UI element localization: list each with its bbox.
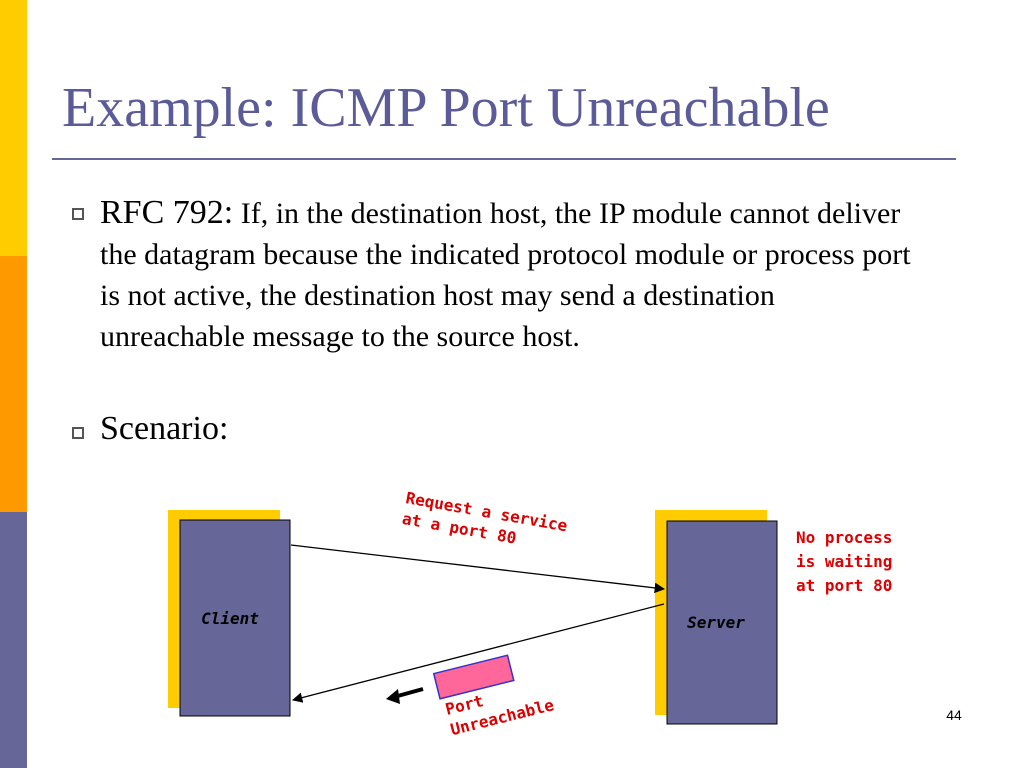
title-divider xyxy=(52,158,956,160)
bullet-square-icon xyxy=(72,427,84,439)
port-unreachable-packet xyxy=(432,654,515,700)
rfc-bullet-text: RFC 792: If, in the destination host, th… xyxy=(100,192,920,357)
sidebar-segment-orange xyxy=(0,256,27,512)
client-box xyxy=(179,519,291,717)
server-note-line1: No process xyxy=(796,528,892,547)
server-box xyxy=(666,520,778,725)
rfc-body: If, in the destination host, the IP modu… xyxy=(100,197,911,353)
sidebar-segment-yellow xyxy=(0,0,27,256)
direction-arrowhead-icon xyxy=(386,689,400,704)
sidebar-segment-purple xyxy=(0,512,27,768)
request-arrow xyxy=(290,544,666,594)
scenario-heading: Scenario: xyxy=(100,410,229,447)
sidebar-stripe xyxy=(0,0,27,768)
rfc-lead: RFC 792: xyxy=(100,194,234,231)
page-number: 44 xyxy=(946,707,962,723)
reply-arrow xyxy=(291,603,665,703)
slide-title: Example: ICMP Port Unreachable xyxy=(62,77,830,139)
server-note-line3: at port 80 xyxy=(796,576,892,595)
server-label: Server xyxy=(687,613,745,632)
bullet-square-icon xyxy=(72,208,84,220)
server-note-line2: is waiting xyxy=(796,552,892,571)
client-label: Client xyxy=(201,609,259,628)
